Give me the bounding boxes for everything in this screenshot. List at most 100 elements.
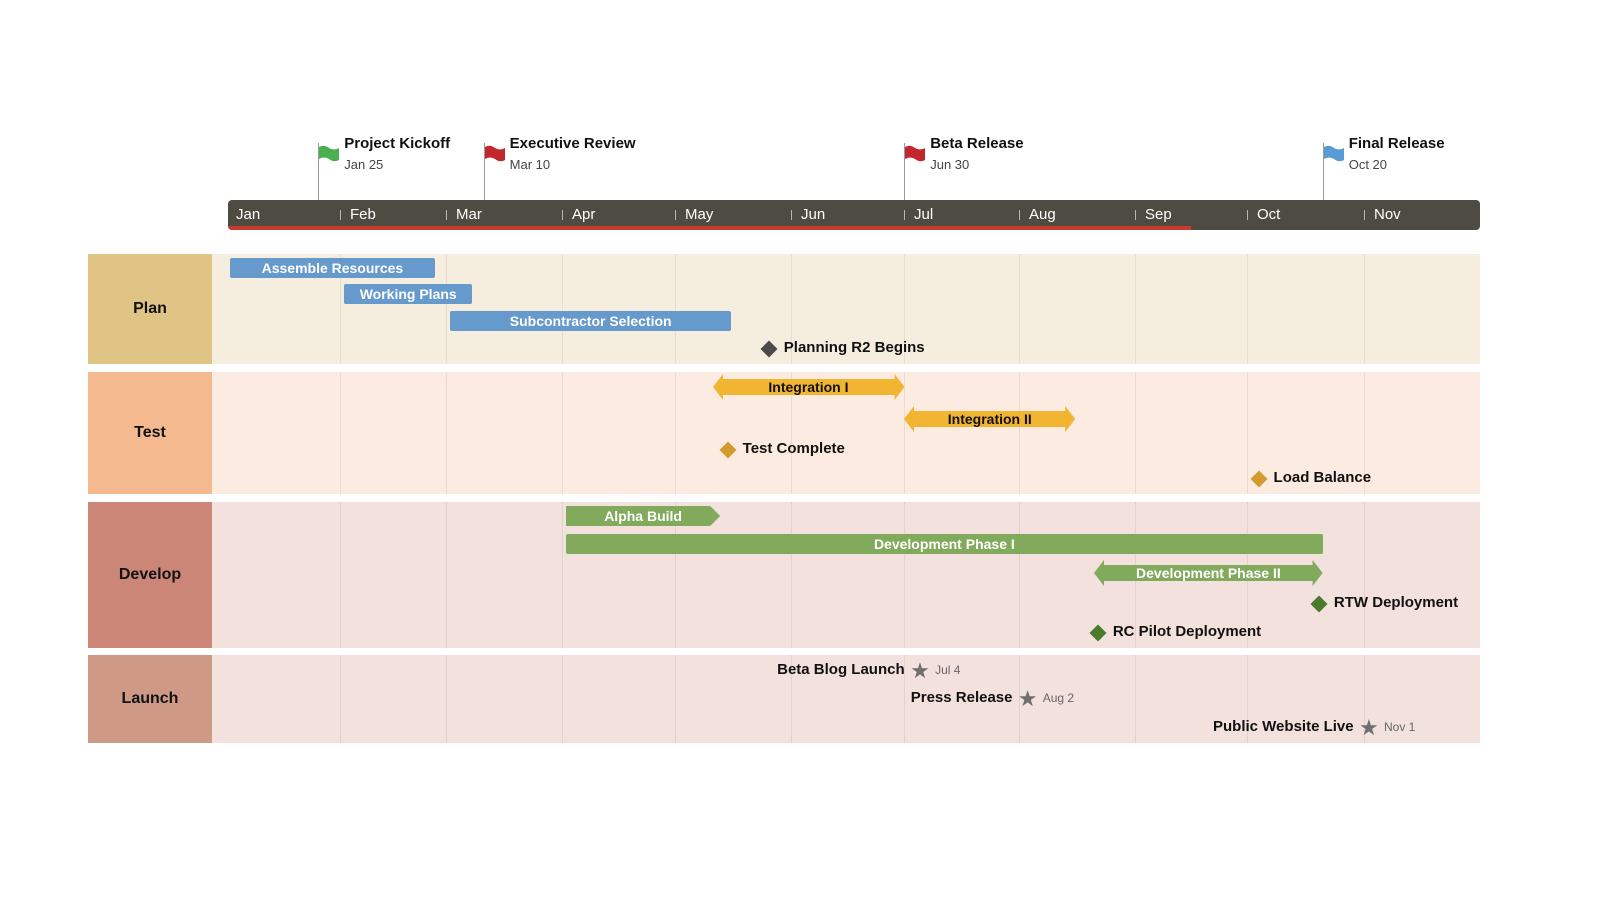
month-label-aug: Aug xyxy=(1029,206,1056,223)
month-tick xyxy=(904,210,905,220)
flag-date: Oct 20 xyxy=(1348,157,1387,172)
month-tick xyxy=(340,210,341,220)
month-label-feb: Feb xyxy=(350,206,376,223)
flag-pole xyxy=(483,143,485,200)
flag-title: Executive Review xyxy=(509,135,636,152)
grid-line xyxy=(791,655,792,743)
month-tick xyxy=(562,210,563,220)
lane-label-launch: Launch xyxy=(88,655,212,743)
event-label: Public Website Live xyxy=(1213,718,1354,735)
grid-line xyxy=(791,254,792,364)
grid-line xyxy=(1364,655,1365,743)
task-label: Integration I xyxy=(768,379,849,395)
milestone-label: Test Complete xyxy=(742,440,845,457)
month-label-apr: Apr xyxy=(572,206,596,223)
flag-icon xyxy=(905,145,926,162)
grid-line xyxy=(904,502,905,648)
lane-label-test: Test xyxy=(88,372,212,494)
task-arrow-shape xyxy=(566,506,721,526)
grid-line xyxy=(340,254,341,364)
task-label: Development Phase I xyxy=(873,536,1015,552)
grid-line xyxy=(791,372,792,494)
grid-line xyxy=(562,372,563,494)
lane-body-launch xyxy=(212,655,1480,743)
grid-line xyxy=(446,655,447,743)
task-bar[interactable]: Subcontractor Selection xyxy=(450,311,732,331)
month-label-oct: Oct xyxy=(1257,206,1281,223)
flag-title: Project Kickoff xyxy=(344,135,451,152)
flag-date: Mar 10 xyxy=(509,157,551,172)
lane-label-plan: Plan xyxy=(88,254,212,364)
grid-line xyxy=(1135,655,1136,743)
grid-line xyxy=(340,655,341,743)
month-tick xyxy=(675,210,676,220)
grid-line xyxy=(904,254,905,364)
grid-line xyxy=(1135,372,1136,494)
grid-line xyxy=(1247,254,1248,364)
task-bar[interactable]: Development Phase I xyxy=(566,534,1323,554)
flag-icon xyxy=(319,145,340,162)
grid-line xyxy=(904,372,905,494)
task-bar[interactable]: Working Plans xyxy=(344,284,473,304)
grid-line xyxy=(1019,655,1020,743)
task-label: Working Plans xyxy=(359,286,457,302)
grid-line xyxy=(1364,502,1365,648)
milestone-label: RC Pilot Deployment xyxy=(1112,623,1262,640)
task-arrow-shape xyxy=(712,374,905,400)
grid-line xyxy=(675,254,676,364)
task-arrow-shape xyxy=(1094,560,1323,586)
grid-line xyxy=(446,502,447,648)
month-tick xyxy=(1019,210,1020,220)
milestone-label: Load Balance xyxy=(1273,469,1372,486)
month-tick xyxy=(1135,210,1136,220)
flag-icon xyxy=(484,145,505,162)
month-label-jun: Jun xyxy=(801,206,826,223)
grid-line xyxy=(1019,502,1020,648)
flag-title: Beta Release xyxy=(930,135,1024,152)
task-bar[interactable]: Integration II xyxy=(904,406,1076,432)
task-bar[interactable]: Assemble Resources xyxy=(230,258,435,278)
task-bar[interactable]: Development Phase II xyxy=(1094,560,1323,586)
month-label-mar: Mar xyxy=(456,206,482,223)
month-tick xyxy=(791,210,792,220)
flag-icon xyxy=(1323,145,1344,162)
grid-line xyxy=(1247,655,1248,743)
grid-line xyxy=(1364,372,1365,494)
lane-label-develop: Develop xyxy=(88,502,212,648)
star-icon[interactable]: ★ xyxy=(1017,686,1038,711)
milestone-label: RTW Deployment xyxy=(1333,594,1459,611)
event-date: Aug 2 xyxy=(1042,691,1075,705)
task-label: Assemble Resources xyxy=(261,260,404,276)
grid-line xyxy=(1019,372,1020,494)
flag-date: Jun 30 xyxy=(930,157,970,172)
event-date: Jul 4 xyxy=(935,663,961,677)
grid-line xyxy=(340,372,341,494)
star-icon[interactable]: ★ xyxy=(1359,715,1379,740)
milestone-label: Planning R2 Begins xyxy=(783,339,925,356)
grid-line xyxy=(1247,372,1248,494)
flag-title: Final Release xyxy=(1348,135,1445,152)
month-label-nov: Nov xyxy=(1374,206,1401,223)
grid-line xyxy=(1364,254,1365,364)
grid-line xyxy=(562,254,563,364)
star-icon[interactable]: ★ xyxy=(910,658,930,683)
month-label-may: May xyxy=(685,206,714,223)
grid-line xyxy=(562,502,563,648)
event-label: Press Release xyxy=(910,689,1013,706)
grid-line xyxy=(675,502,676,648)
grid-line xyxy=(340,502,341,648)
grid-line xyxy=(446,254,447,364)
task-bar[interactable]: Integration I xyxy=(712,374,905,400)
month-label-sep: Sep xyxy=(1145,206,1172,223)
grid-line xyxy=(675,655,676,743)
month-tick xyxy=(1364,210,1365,220)
timeline-progress xyxy=(228,226,1192,230)
grid-line xyxy=(791,502,792,648)
grid-line xyxy=(675,372,676,494)
task-bar[interactable]: Alpha Build xyxy=(566,506,721,526)
month-tick xyxy=(446,210,447,220)
task-arrow-shape xyxy=(904,406,1076,432)
task-label: Subcontractor Selection xyxy=(509,313,672,329)
